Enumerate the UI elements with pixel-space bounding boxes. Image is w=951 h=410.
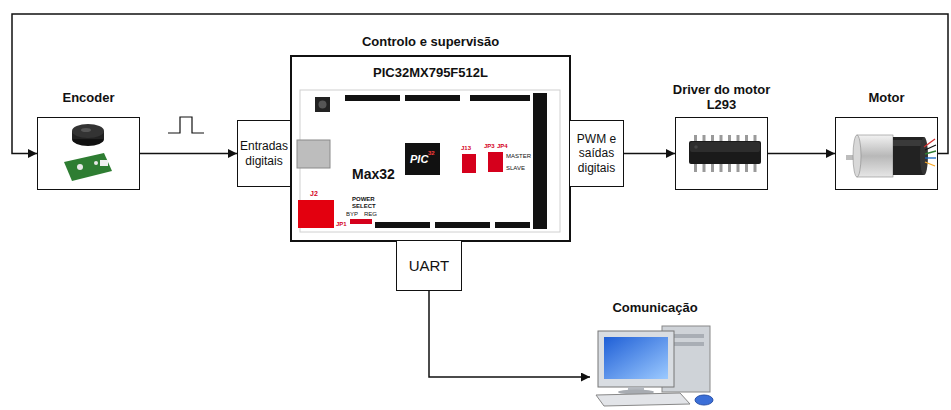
max32-board-part (315, 97, 330, 112)
jumper-option: SLAVE (506, 165, 525, 172)
l293-chip-part (737, 163, 740, 172)
encoder-box: Encoder (37, 117, 140, 190)
node-title: Driver do motor (673, 82, 771, 98)
jumper-option: MASTER (506, 153, 531, 160)
node-subtitle: L293 (707, 97, 737, 113)
arrow-connector (12, 14, 948, 154)
max32-board-part (470, 95, 530, 101)
node-title: Controlo e supervisão (362, 34, 499, 50)
output-box: PWM e saídas digitais (569, 120, 624, 187)
l293-chip-part (711, 163, 714, 172)
l293-chip-part (703, 163, 706, 172)
controller-box: Controlo e supervisãoPIC32MX795F512LMax3… (290, 55, 571, 242)
motor-picture-part (925, 145, 936, 150)
computer-icon-part (598, 331, 674, 387)
computer-icon (596, 326, 713, 406)
encoder-icon-part (94, 161, 98, 165)
connector-label: J2 (310, 190, 318, 198)
jumper-label: JP3 (484, 143, 495, 150)
motor-picture-part (857, 135, 893, 177)
l293-chip-part (694, 145, 698, 149)
motor-picture-part (920, 137, 928, 175)
motor-picture-part (853, 135, 861, 177)
computer-region: Comunicação (590, 322, 720, 408)
l293-chip-part (689, 141, 761, 164)
max32-board-part (375, 222, 430, 228)
jumper-label: POWER SELECT (352, 196, 380, 209)
driver-box: Driver do motorL293 (675, 117, 768, 190)
encoder-icon-part (100, 160, 108, 166)
node-title: Comunicação (612, 300, 697, 316)
motor-picture-part (893, 137, 924, 175)
arrow-connector (429, 291, 590, 377)
max32-board-part (488, 152, 503, 172)
l293-chip (689, 135, 761, 172)
node-title: Motor (868, 90, 904, 106)
box-label: UART (409, 257, 450, 275)
encoder-icon-part (72, 124, 104, 138)
arrow-connector (140, 153, 237, 155)
encoder-icon-part (81, 128, 91, 132)
max32-board-part (495, 222, 530, 228)
computer-icon-part (604, 337, 668, 379)
max32-board-part (319, 101, 327, 109)
motor-picture-part (925, 157, 936, 158)
max32-board-part (345, 95, 400, 101)
l293-chip-part (720, 163, 723, 172)
arrow-connector (768, 153, 835, 155)
l293-chip-part (745, 163, 748, 172)
max32-board-part (350, 219, 372, 224)
encoder-icon-part (77, 164, 83, 170)
max32-board-part (300, 90, 560, 232)
encoder-icon-part (64, 153, 112, 181)
max32-board (297, 90, 560, 232)
max32-board-part (297, 140, 330, 168)
l293-chip-part (754, 163, 757, 172)
computer-icon-part (695, 395, 713, 405)
motor-picture (846, 135, 936, 177)
l293-chip-part (728, 163, 731, 172)
box-label: Entradas digitais (240, 139, 288, 168)
jumper-label: JP4 (497, 143, 508, 150)
motor-box: Motor (835, 117, 938, 190)
l293-chip-part (694, 163, 697, 172)
l293-chip-part (690, 142, 760, 152)
jumper-label: JP1 (336, 221, 347, 228)
logo-text: 32 (428, 150, 435, 157)
jumper-option: BYP (346, 211, 358, 218)
arrow-connector (624, 153, 675, 155)
jumper-label: J13 (461, 145, 471, 152)
chip-name: PIC32MX795F512L (292, 65, 569, 81)
max32-board-part (435, 222, 490, 228)
uart-box: UART (396, 240, 462, 291)
max32-board-part (405, 95, 460, 101)
node-title: Encoder (62, 90, 114, 106)
max32-board-part (462, 154, 476, 173)
input-box: Entradas digitais (237, 120, 291, 187)
max32-board-part (533, 93, 547, 229)
encoder-icon (64, 124, 112, 181)
computer-icon-part (596, 393, 690, 406)
pulse-symbol (168, 117, 204, 133)
jumper-option: REG (364, 211, 377, 218)
max32-board-part (298, 200, 334, 228)
motor-picture-part (893, 140, 924, 146)
motor-picture-part (925, 151, 936, 154)
box-label: PWM e saídas digitais (572, 132, 621, 175)
motor-picture-part (925, 162, 935, 166)
max32-board-part (405, 143, 440, 175)
board-region: Max32 (305, 88, 560, 234)
logo-text: PIC (410, 153, 428, 165)
board-name: Max32 (352, 166, 395, 183)
